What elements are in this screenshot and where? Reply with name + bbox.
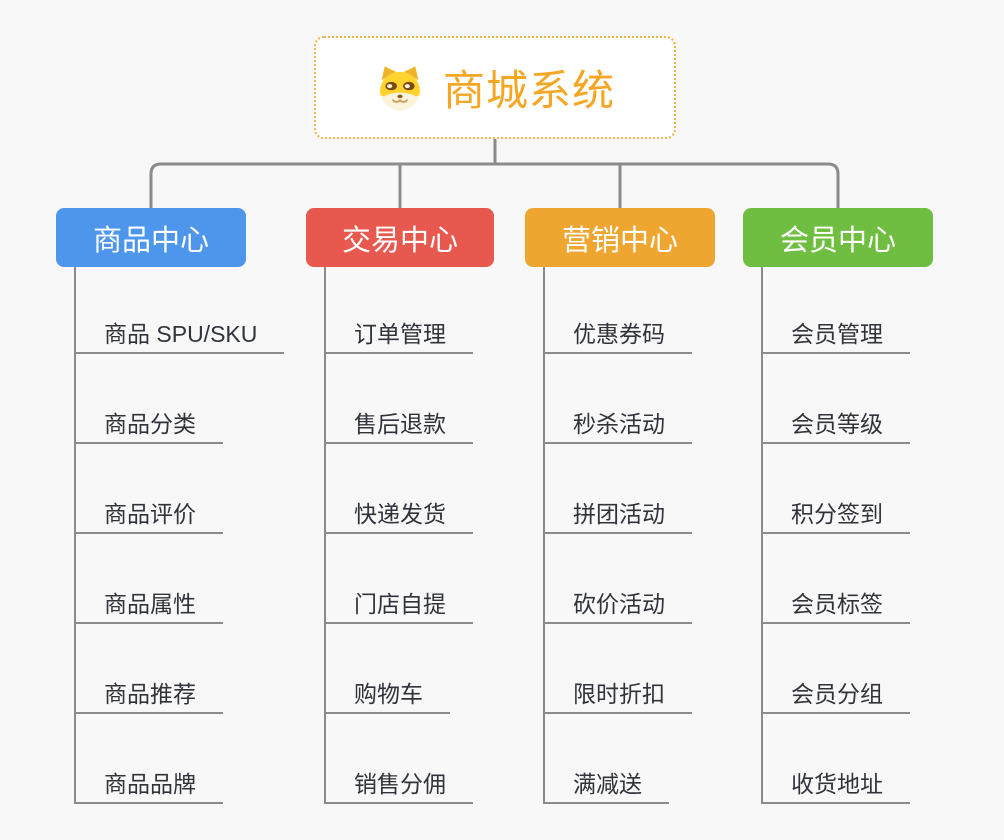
- branch-header[interactable]: 交易中心: [306, 208, 494, 267]
- leaf-label: 商品评价: [104, 501, 196, 527]
- leaf-label: 砍价活动: [573, 591, 665, 617]
- leaf-topic[interactable]: 砍价活动: [543, 534, 692, 624]
- leaf-topic[interactable]: 商品评价: [74, 444, 223, 534]
- leaf-label: 门店自提: [354, 591, 446, 617]
- leaf-topic[interactable]: 商品 SPU/SKU: [74, 264, 285, 354]
- leaf-list: 商品 SPU/SKU 商品分类商品评价商品属性商品推荐商品品牌: [74, 264, 285, 804]
- leaf-label: 商品品牌: [104, 771, 196, 797]
- doge-face-icon: [375, 65, 425, 111]
- main-horizontal-line: [149, 162, 840, 208]
- branch-header[interactable]: 营销中心: [525, 208, 715, 267]
- leaf-topic[interactable]: 商品属性: [74, 534, 223, 624]
- leaf-label: 会员标签: [791, 591, 883, 617]
- leaf-topic[interactable]: 满减送: [543, 714, 669, 804]
- branch-trunk-line: [74, 267, 76, 804]
- leaf-topic[interactable]: 售后退款: [324, 354, 473, 444]
- leaf-topic[interactable]: 商品分类: [74, 354, 223, 444]
- leaf-label: 会员管理: [791, 321, 883, 347]
- leaf-topic[interactable]: 会员管理: [761, 264, 910, 354]
- root-node[interactable]: 商城系统: [314, 36, 676, 139]
- branch-trunk-line: [324, 267, 326, 804]
- leaf-label: 商品推荐: [104, 681, 196, 707]
- leaf-topic[interactable]: 积分签到: [761, 444, 910, 534]
- leaf-topic[interactable]: 订单管理: [324, 264, 473, 354]
- leaf-topic[interactable]: 会员分组: [761, 624, 910, 714]
- leaf-topic[interactable]: 限时折扣: [543, 624, 692, 714]
- leaf-label: 限时折扣: [573, 681, 665, 707]
- leaf-label: 会员分组: [791, 681, 883, 707]
- branch-trunk-line: [543, 267, 545, 804]
- leaf-label: 优惠券码: [573, 321, 665, 347]
- leaf-label: 售后退款: [354, 411, 446, 437]
- root-label: 商城系统: [442, 67, 615, 114]
- leaf-label: 满减送: [573, 771, 642, 797]
- leaf-topic[interactable]: 快递发货: [324, 444, 473, 534]
- leaf-topic[interactable]: 门店自提: [324, 534, 473, 624]
- leaf-topic[interactable]: 会员标签: [761, 534, 910, 624]
- leaf-list: 订单管理售后退款快递发货门店自提购物车销售分佣: [324, 264, 473, 804]
- branch-column-4: 会员中心会员管理会员等级积分签到会员标签会员分组收货地址: [743, 208, 933, 804]
- leaf-topic[interactable]: 拼团活动: [543, 444, 692, 534]
- leaf-label: 购物车: [354, 681, 423, 707]
- leaf-label: 销售分佣: [354, 771, 446, 797]
- leaf-topic[interactable]: 商品推荐: [74, 624, 223, 714]
- leaf-label: 收货地址: [791, 771, 883, 797]
- branch-header[interactable]: 会员中心: [743, 208, 933, 267]
- leaf-topic[interactable]: 购物车: [324, 624, 450, 714]
- branch-column-3: 营销中心优惠券码秒杀活动拼团活动砍价活动限时折扣满减送: [525, 208, 715, 804]
- leaf-label: 拼团活动: [573, 501, 665, 527]
- leaf-topic[interactable]: 会员等级: [761, 354, 910, 444]
- branch-column-2: 交易中心订单管理售后退款快递发货门店自提购物车销售分佣: [306, 208, 494, 804]
- leaf-label: 商品分类: [104, 411, 196, 437]
- leaf-label: 秒杀活动: [573, 411, 665, 437]
- leaf-label: 订单管理: [354, 321, 446, 347]
- leaf-label: 商品属性: [104, 591, 196, 617]
- leaf-list: 优惠券码秒杀活动拼团活动砍价活动限时折扣满减送: [543, 264, 692, 804]
- leaf-label: 商品 SPU/SKU: [104, 321, 258, 347]
- branch-header[interactable]: 商品中心: [56, 208, 246, 267]
- leaf-label: 会员等级: [791, 411, 883, 437]
- branch-trunk-line: [761, 267, 763, 804]
- leaf-topic[interactable]: 优惠券码: [543, 264, 692, 354]
- leaf-topic[interactable]: 收货地址: [761, 714, 910, 804]
- leaf-list: 会员管理会员等级积分签到会员标签会员分组收货地址: [761, 264, 910, 804]
- leaf-label: 快递发货: [354, 501, 446, 527]
- branch-column-1: 商品中心商品 SPU/SKU 商品分类商品评价商品属性商品推荐商品品牌: [56, 208, 285, 804]
- leaf-topic[interactable]: 销售分佣: [324, 714, 473, 804]
- leaf-topic[interactable]: 商品品牌: [74, 714, 223, 804]
- leaf-topic[interactable]: 秒杀活动: [543, 354, 692, 444]
- leaf-label: 积分签到: [791, 501, 883, 527]
